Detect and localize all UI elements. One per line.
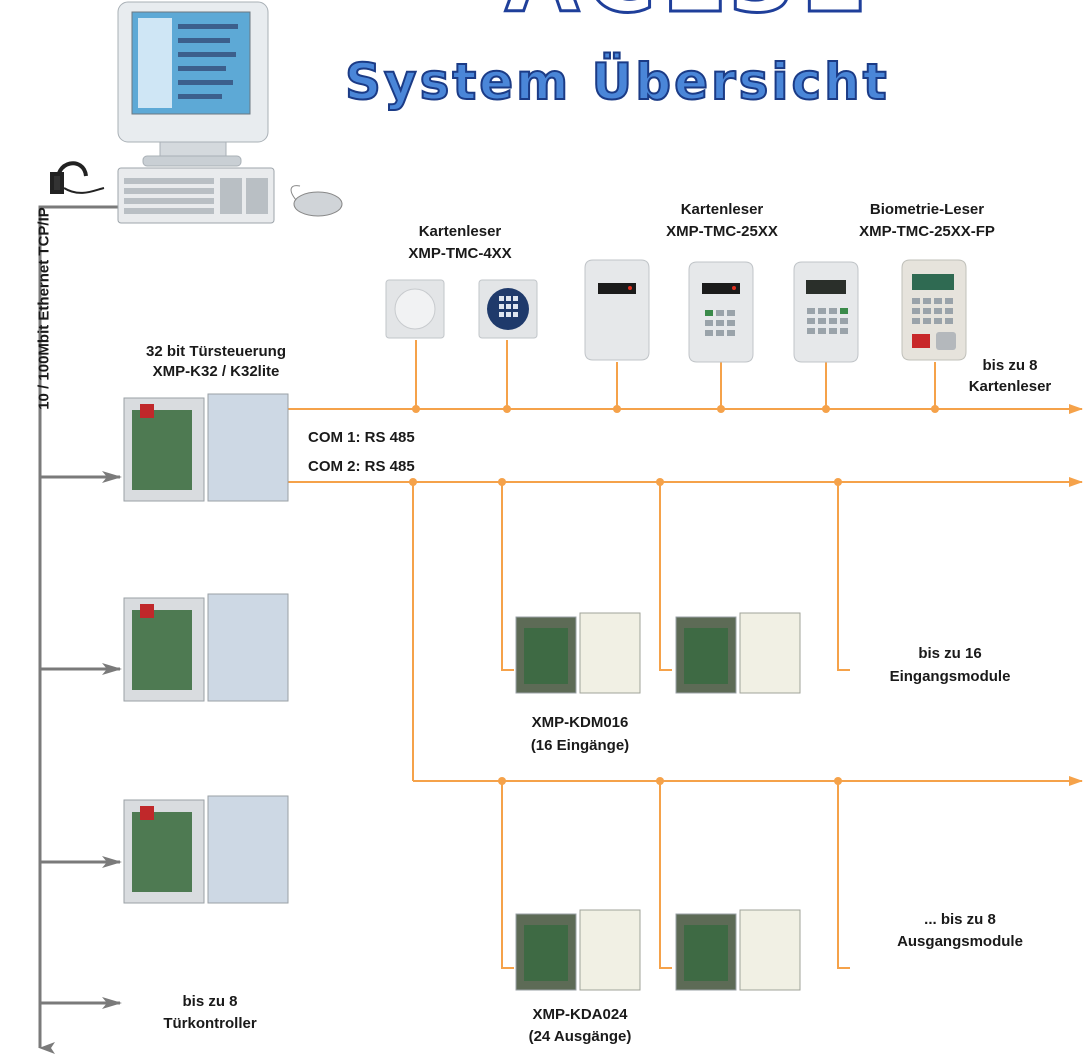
system-title: ACL32 [504,0,875,36]
output-module-name-1: XMP-KDA024 [532,1006,628,1023]
door-controller-2 [123,593,289,702]
reader-group3-label-2: XMP-TMC-25XX-FP [859,223,995,240]
output-module-1 [515,909,641,991]
card-reader-display-keypad-icon [793,261,859,363]
reader-group2-label-1: Kartenleser [680,201,764,218]
headset-icon [50,161,105,194]
biometric-reader-icon [901,259,967,361]
com1-bus [288,340,1083,414]
com2-label: COM 2: RS 485 [308,458,415,475]
output-max-label-1: ... bis zu 8 [924,911,996,928]
input-module-name-2: (16 Eingänge) [530,737,630,754]
reader-group1-label-1: Kartenleser [418,223,502,240]
card-reader-25xx-keypad-icon [688,261,754,363]
card-reader-keypad-icon [478,279,538,339]
com1-label: COM 1: RS 485 [308,429,415,446]
reader-max-label-2: Kartenleser [968,378,1052,395]
ethernet-bus [38,205,122,1054]
controller-title-1: 32 bit Türsteuerung [145,343,287,360]
output-max-label-2: Ausgangsmodule [897,933,1023,950]
com2-junctions [409,478,842,785]
card-reader-25xx-icon [584,259,650,361]
keyboard-icon [117,167,275,224]
com1-junctions [412,405,939,413]
system-subtitle: System Übersicht [344,52,890,112]
input-module-1 [515,612,641,694]
controller-title-2: XMP-K32 / K32lite [152,363,280,380]
output-module-2 [675,909,801,991]
reader-group1-label-2: XMP-TMC-4XX [408,245,512,262]
com2-bus [288,477,1083,969]
door-controller-3 [123,795,289,904]
controllers-max-label-2: Türkontroller [163,1015,257,1032]
output-module-name-2: (24 Ausgänge) [528,1028,632,1045]
reader-group3-label-1: Biometrie-Leser [869,201,985,218]
controllers-max-label-1: bis zu 8 [182,993,238,1010]
input-module-2 [675,612,801,694]
card-reader-round-icon [385,279,445,339]
pc-workstation [117,1,269,167]
input-max-label-2: Eingangsmodule [889,668,1011,685]
reader-group2-label-2: XMP-TMC-25XX [666,223,778,240]
mouse-icon [290,185,343,217]
door-controller-1 [123,393,289,502]
network-label: 10 / 100Mbit Ethernet TCP/IP [35,207,53,410]
input-module-name-1: XMP-KDM016 [531,714,629,731]
input-max-label-1: bis zu 16 [918,645,982,662]
reader-max-label-1: bis zu 8 [982,357,1038,374]
